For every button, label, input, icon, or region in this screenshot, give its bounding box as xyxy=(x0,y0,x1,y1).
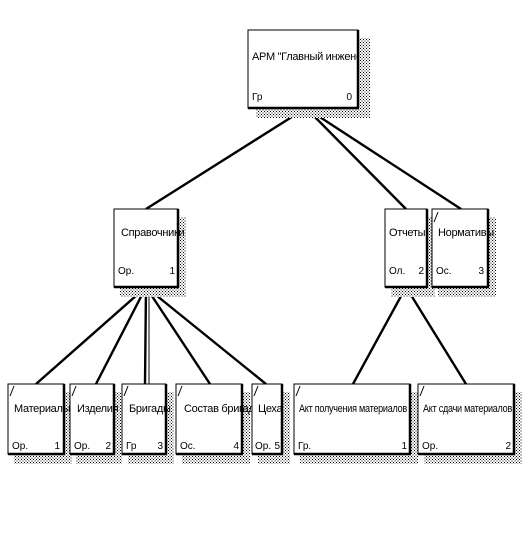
node-tseha-corner-mark xyxy=(253,385,259,397)
node-izdeliya-number: 2 xyxy=(105,441,111,452)
node-brigady[interactable]: Бригады Гр 3 xyxy=(121,383,174,464)
node-normativy-corner-mark xyxy=(433,211,439,223)
node-brigady-box xyxy=(121,383,167,455)
node-sostav-brigad-code: Ос. xyxy=(180,441,196,452)
node-sostav-brigad[interactable]: Состав бригад Ос. 4 xyxy=(175,383,256,464)
node-materialy-corner-mark xyxy=(9,385,15,397)
connector-otch-akt2 xyxy=(404,286,468,385)
node-otchety-code: Ол. xyxy=(389,266,405,277)
node-materialy-box xyxy=(7,383,65,455)
node-root-code: Гр xyxy=(252,92,263,103)
node-brigady-name: Бригады xyxy=(129,403,171,415)
node-materialy-name: Материалы xyxy=(14,403,71,415)
node-root-name: АРМ "Главный инженер" xyxy=(252,51,372,63)
node-spravochniki-name: Справочники xyxy=(121,227,184,239)
node-akt-sdachi-code: Ор. xyxy=(422,441,438,452)
node-spravochniki-code: Ор. xyxy=(118,266,134,277)
node-sostav-brigad-number: 4 xyxy=(233,441,239,452)
node-otchety[interactable]: Отчеты Ол. 2 xyxy=(384,208,435,297)
node-brigady-code: Гр xyxy=(126,441,137,452)
connector-spr-izdeliya xyxy=(94,286,148,385)
node-brigady-number: 3 xyxy=(157,441,163,452)
node-akt-polucheniya-code: Гр. xyxy=(298,441,311,452)
node-brigady-corner-mark xyxy=(123,385,129,397)
connector-otch-akt1 xyxy=(351,286,408,385)
node-materialy[interactable]: Материалы Ор. 1 xyxy=(7,383,72,464)
connector-spr-brigady xyxy=(143,286,148,385)
node-root-number: 0 xyxy=(346,92,352,103)
node-akt-sdachi-name: Акт сдачи материалов xyxy=(423,403,512,415)
node-normativy[interactable]: Нормативы Ос. 3 xyxy=(431,208,496,297)
node-root[interactable]: АРМ "Главный инженер" Гр 0 xyxy=(247,29,372,118)
node-materialy-code: Ор. xyxy=(12,441,28,452)
connector-root-spravochniki xyxy=(145,106,307,211)
node-normativy-code: Ос. xyxy=(436,266,452,277)
node-izdeliya-name: Изделия xyxy=(77,403,119,415)
node-akt-sdachi-box xyxy=(417,383,515,455)
node-akt-sdachi-corner-mark xyxy=(419,385,425,397)
connector-root-normativy xyxy=(305,106,462,211)
node-normativy-name: Нормативы xyxy=(438,227,494,239)
node-otchety-number: 2 xyxy=(418,266,424,277)
node-tseha-number: 5 xyxy=(274,441,280,452)
connector-root-otchety xyxy=(305,107,407,210)
node-akt-polucheniya-name: Акт получения материалов xyxy=(299,403,407,415)
node-otchety-box xyxy=(384,208,428,288)
node-izdeliya-corner-mark xyxy=(71,385,77,397)
node-tseha-code: Ор. xyxy=(255,441,271,452)
node-sostav-brigad-name: Состав бригад xyxy=(184,403,255,415)
node-otchety-name: Отчеты xyxy=(389,227,426,239)
node-akt-sdachi[interactable]: Акт сдачи материалов Ор. 2 xyxy=(417,383,522,464)
node-izdeliya[interactable]: Изделия Ор. 2 xyxy=(69,383,122,464)
node-akt-polucheniya[interactable]: Акт получения материалов Гр. 1 xyxy=(293,383,418,464)
node-izdeliya-box xyxy=(69,383,115,455)
node-spravochniki-box xyxy=(113,208,179,288)
connector-spr-tseha xyxy=(145,286,267,385)
node-root-box xyxy=(247,29,359,109)
node-tseha[interactable]: Цеха Ор. 5 xyxy=(251,383,290,464)
node-sostav-brigad-corner-mark xyxy=(177,385,183,397)
node-materialy-number: 1 xyxy=(54,441,60,452)
connector-spr-materialy xyxy=(35,286,147,385)
node-akt-sdachi-number: 2 xyxy=(505,441,511,452)
node-normativy-number: 3 xyxy=(478,266,484,277)
connectors xyxy=(35,106,468,385)
node-akt-polucheniya-number: 1 xyxy=(401,441,407,452)
node-spravochniki-number: 1 xyxy=(169,266,175,277)
node-akt-polucheniya-box xyxy=(293,383,411,455)
node-normativy-box xyxy=(431,208,489,288)
node-spravochniki[interactable]: Справочники Ор. 1 xyxy=(113,208,186,297)
node-tseha-name: Цеха xyxy=(258,403,283,415)
node-izdeliya-code: Ор. xyxy=(74,441,90,452)
node-akt-polucheniya-corner-mark xyxy=(295,385,301,397)
connector-spr-sostav-b xyxy=(144,286,212,385)
node-sostav-brigad-box xyxy=(175,383,243,455)
